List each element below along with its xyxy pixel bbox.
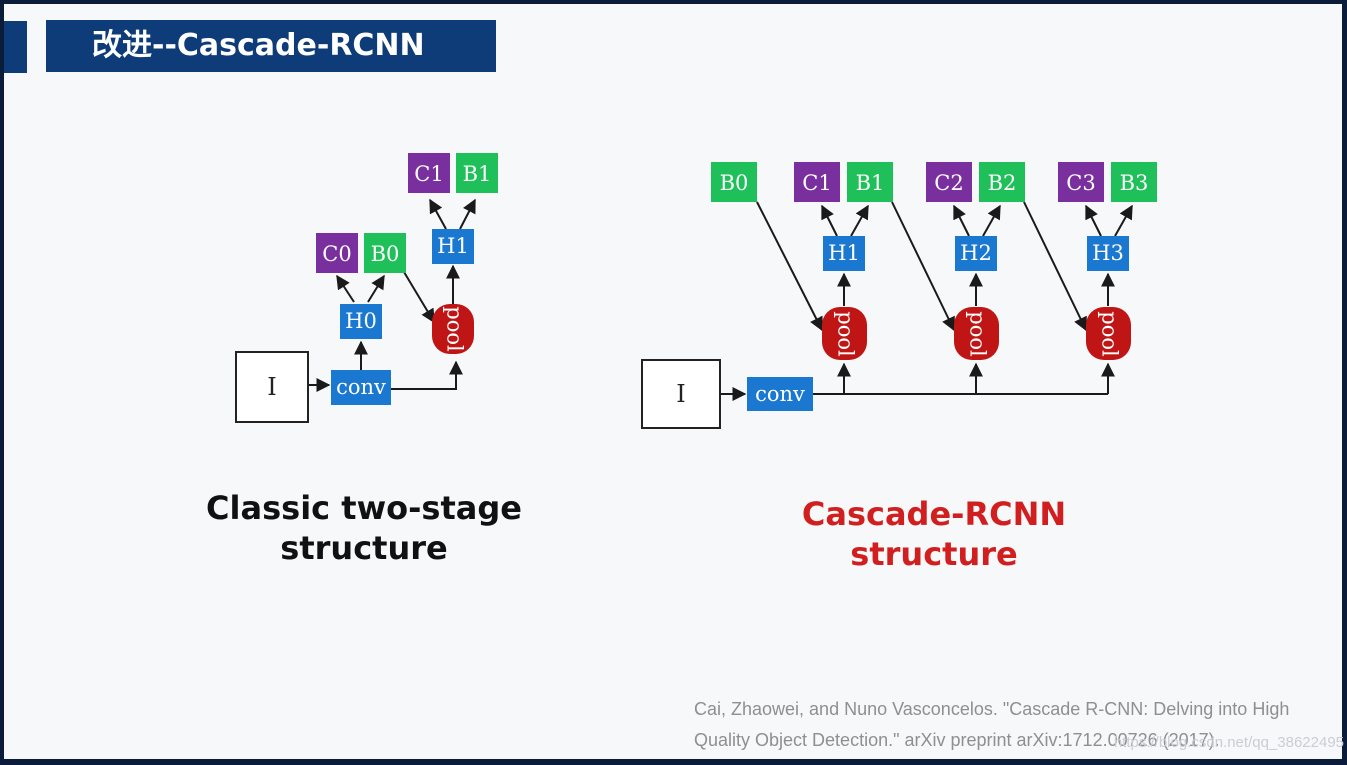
classic-caption: Classic two-stage structure [174, 488, 554, 568]
pool-node [432, 304, 474, 354]
h1-label: H1 [437, 234, 469, 258]
cascade-diagram: I conv B0 C1 B1 H1 pool C2 B2 H2 pool [641, 162, 1157, 429]
classic-caption-line-1: Classic two-stage [206, 489, 522, 527]
citation-line-2: Quality Object Detection." arXiv preprin… [694, 730, 1220, 750]
cascade-caption-line-2: structure [850, 535, 1018, 573]
b2-box [979, 162, 1025, 202]
b2-label: B2 [988, 171, 1017, 195]
edge-b0-pool1 [756, 201, 823, 332]
diagram-canvas: I conv H0 C0 B0 pool H1 C1 B1 [235, 153, 1157, 429]
b0-box [364, 233, 406, 273]
c0-label: C0 [322, 242, 351, 266]
h2-label: H2 [960, 241, 992, 265]
c1-label: C1 [414, 162, 443, 186]
image-label: I [267, 373, 276, 401]
edge-b2-pool3 [1023, 201, 1087, 332]
b1-label: B1 [463, 162, 492, 186]
pool2-label: pool [966, 311, 990, 357]
pool1-label: pool [834, 311, 858, 357]
classic-diagram: I conv H0 C0 B0 pool H1 C1 B1 [235, 153, 498, 423]
c3-box [1058, 162, 1104, 202]
edge-h1-b1 [459, 198, 476, 230]
conv-box-2 [747, 377, 813, 411]
cascade-caption-line-1: Cascade-RCNN [801, 495, 1067, 533]
edge-h2-c2 [953, 204, 970, 237]
title-accent-bar [4, 21, 27, 73]
b3-box [1111, 162, 1157, 202]
edge-h1-c1 [429, 198, 447, 230]
slide-title: 改进--Cascade-RCNN [46, 20, 496, 72]
h0-box [340, 304, 382, 339]
pool2-node [954, 307, 999, 360]
edge-h1-c1-2 [821, 204, 838, 237]
b0-box-2 [711, 162, 757, 202]
pool3-label: pool [1098, 311, 1122, 357]
edge-h2-b2 [982, 204, 1001, 237]
h0-label: H0 [345, 309, 377, 333]
b0-label: B0 [371, 242, 400, 266]
b1-label-2: B1 [856, 171, 885, 195]
c0-box [316, 233, 358, 273]
b0-label-2: B0 [720, 171, 749, 195]
c2-label: C2 [934, 171, 963, 195]
image-box [235, 351, 309, 423]
watermark: https://blog.csdn.net/qq_38622495 [1113, 734, 1344, 751]
h1-box-2 [823, 236, 865, 271]
c3-label: C3 [1066, 171, 1095, 195]
b1-box-2 [847, 162, 893, 202]
cascade-caption: Cascade-RCNN structure [759, 494, 1109, 574]
edge-h0-c0 [336, 274, 355, 303]
image-box-2 [641, 359, 721, 429]
h2-box [955, 236, 997, 271]
conv-box [331, 370, 391, 405]
b1-box [456, 153, 498, 193]
edge-h1-b1-2 [850, 204, 869, 237]
c1-label-2: C1 [802, 171, 831, 195]
edge-h0-b0 [367, 274, 385, 303]
citation: Cai, Zhaowei, and Nuno Vasconcelos. "Cas… [694, 694, 1344, 756]
edge-b1-pool2 [891, 201, 955, 332]
pool1-node [822, 307, 867, 360]
classic-caption-line-2: structure [280, 529, 448, 567]
slide: 改进--Cascade-RCNN I conv H0 [4, 4, 1344, 759]
edge-h3-b3 [1114, 204, 1133, 237]
image-label-2: I [676, 380, 685, 408]
h1-box [432, 229, 474, 264]
c1-box [408, 153, 450, 193]
edge-b0-pool [403, 271, 435, 324]
conv-label: conv [336, 375, 386, 399]
h1-label-2: H1 [828, 241, 860, 265]
citation-line-1: Cai, Zhaowei, and Nuno Vasconcelos. "Cas… [694, 699, 1290, 719]
edge-conv-pool [390, 360, 463, 390]
b3-label: B3 [1120, 171, 1149, 195]
h3-box [1087, 236, 1129, 271]
c2-box [926, 162, 972, 202]
h3-label: H3 [1092, 241, 1124, 265]
pool3-node [1086, 307, 1131, 360]
conv-label-2: conv [755, 382, 805, 406]
c1-box-2 [794, 162, 840, 202]
pool-label: pool [443, 306, 467, 352]
edge-h3-c3 [1085, 204, 1102, 237]
